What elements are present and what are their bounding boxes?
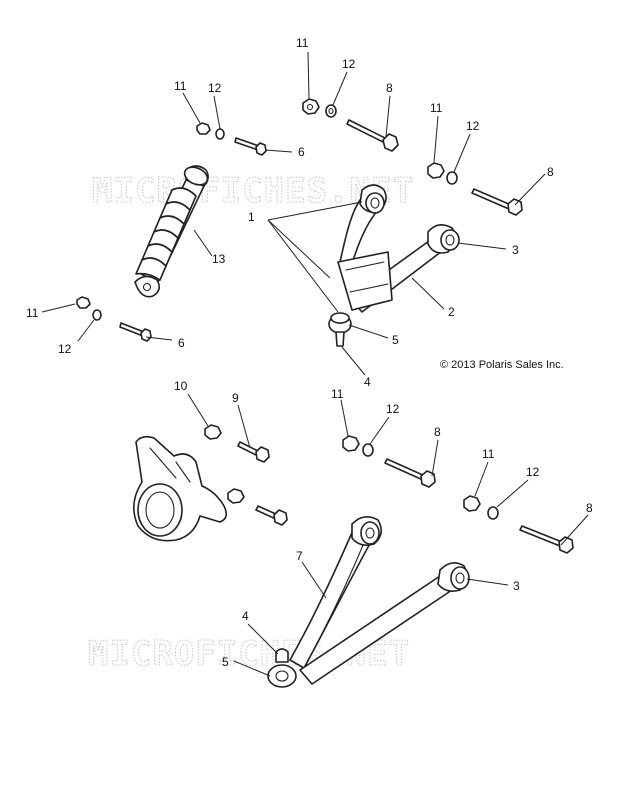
bolt-knuckle-lower bbox=[255, 505, 288, 526]
callout-4: 4 bbox=[242, 609, 249, 623]
nut-11-mid bbox=[342, 435, 360, 452]
callout-11: 11 bbox=[331, 387, 344, 401]
bolt-6-mid bbox=[119, 322, 152, 342]
callout-1: 1 bbox=[248, 210, 255, 224]
callout-11: 11 bbox=[482, 447, 495, 461]
washer-12-right-top bbox=[446, 171, 458, 185]
callout-12: 12 bbox=[58, 342, 72, 356]
nut-11-left-top bbox=[196, 122, 211, 135]
leader-lines bbox=[41, 51, 589, 677]
washer-12-right-lower bbox=[487, 506, 499, 520]
steering-knuckle bbox=[133, 435, 228, 542]
bolt-9 bbox=[237, 441, 270, 463]
nut-11-right-lower bbox=[463, 495, 481, 512]
callout-numbers: 11 12 8 11 12 6 11 12 8 13 1 3 2 11 12 6… bbox=[26, 36, 593, 669]
callout-6: 6 bbox=[298, 145, 305, 159]
callout-11: 11 bbox=[296, 36, 309, 50]
upper-a-arm-2 bbox=[337, 184, 460, 313]
bolt-8-right bbox=[471, 188, 523, 216]
callout-13: 13 bbox=[212, 252, 226, 266]
callout-12: 12 bbox=[342, 57, 356, 71]
washer-12-left-mid bbox=[92, 309, 102, 321]
nut-11-top bbox=[302, 98, 320, 115]
callout-12: 12 bbox=[208, 81, 222, 95]
shock-absorber-13 bbox=[134, 165, 209, 298]
callout-12: 12 bbox=[526, 465, 540, 479]
bolt-8-top bbox=[346, 119, 399, 152]
nut-11-left-mid bbox=[76, 296, 91, 309]
callout-11: 11 bbox=[26, 306, 39, 320]
callout-5: 5 bbox=[222, 655, 229, 669]
lower-a-arm-7 bbox=[289, 516, 470, 685]
callout-8: 8 bbox=[547, 165, 554, 179]
callout-11: 11 bbox=[430, 101, 443, 115]
nut-10 bbox=[204, 424, 222, 440]
nut-knuckle-lower bbox=[227, 488, 245, 504]
ball-joint-4-upper bbox=[328, 312, 352, 347]
callout-11: 11 bbox=[174, 79, 187, 93]
bolt-8-mid bbox=[384, 458, 436, 488]
callout-10: 10 bbox=[174, 379, 188, 393]
bolt-8-right-lower bbox=[519, 525, 574, 554]
callout-8: 8 bbox=[586, 501, 593, 515]
callout-6: 6 bbox=[178, 336, 185, 350]
callout-3: 3 bbox=[513, 579, 520, 593]
callout-12: 12 bbox=[386, 402, 400, 416]
bolt-6-top bbox=[234, 137, 267, 156]
callout-5: 5 bbox=[392, 333, 399, 347]
callout-9: 9 bbox=[232, 391, 239, 405]
callout-12: 12 bbox=[466, 119, 480, 133]
callout-8: 8 bbox=[434, 425, 441, 439]
callout-8: 8 bbox=[386, 81, 393, 95]
ball-joint-4-lower bbox=[267, 648, 297, 688]
callout-3: 3 bbox=[512, 243, 519, 257]
copyright-notice: © 2013 Polaris Sales Inc. bbox=[440, 359, 564, 371]
callout-2: 2 bbox=[448, 305, 455, 319]
nut-11-right-top bbox=[427, 162, 445, 179]
washer-12-mid bbox=[362, 443, 374, 457]
callout-7: 7 bbox=[296, 549, 303, 563]
callout-4: 4 bbox=[364, 375, 371, 389]
washer-12-left-top bbox=[215, 128, 225, 140]
washer-12-top bbox=[325, 104, 337, 118]
